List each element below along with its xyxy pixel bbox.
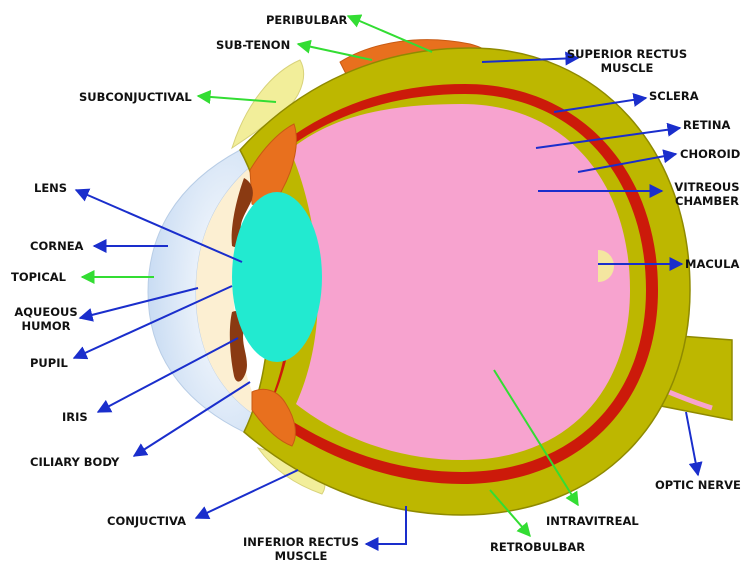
label-optic-nerve: OPTIC NERVE: [655, 478, 741, 492]
label-ciliary-body: CILIARY BODY: [30, 455, 120, 469]
label-inferior-rectus-line1: INFERIOR RECTUS: [243, 535, 359, 549]
vitreous-chamber: [290, 104, 630, 460]
label-macula: MACULA: [685, 257, 739, 271]
arrow-inferior-rectus: [366, 506, 406, 544]
label-superior-rectus-line1: SUPERIOR RECTUS: [567, 47, 687, 61]
label-superior-rectus-line2: MUSCLE: [601, 61, 654, 75]
label-pupil: PUPIL: [30, 356, 68, 370]
eye-anatomy: [148, 40, 732, 515]
label-aqueous-line1: AQUEOUS: [14, 305, 77, 319]
label-cornea: CORNEA: [30, 239, 84, 253]
lens: [232, 192, 322, 362]
label-lens: LENS: [34, 181, 67, 195]
label-choroid: CHOROID: [680, 147, 740, 161]
arrow-conjuctiva: [196, 470, 298, 518]
label-sclera: SCLERA: [649, 89, 699, 103]
label-intravitreal: INTRAVITREAL: [546, 514, 639, 528]
label-iris: IRIS: [62, 410, 88, 424]
label-inferior-rectus-line2: MUSCLE: [275, 549, 328, 562]
label-retina: RETINA: [683, 118, 730, 132]
label-vitreous-line1: VITREOUS: [674, 180, 739, 194]
label-conjuctiva: CONJUCTIVA: [107, 514, 186, 528]
label-sub-tenon: SUB-TENON: [216, 38, 290, 52]
label-peribulbar: PERIBULBAR: [266, 13, 348, 27]
arrow-optic-nerve: [686, 412, 698, 475]
label-vitreous-line2: CHAMBER: [675, 194, 739, 208]
label-topical: TOPICAL: [11, 270, 67, 284]
label-retrobulbar: RETROBULBAR: [490, 540, 585, 554]
label-subconjunctival: SUBCONJUCTIVAL: [79, 90, 192, 104]
label-aqueous-line2: HUMOR: [21, 319, 70, 333]
